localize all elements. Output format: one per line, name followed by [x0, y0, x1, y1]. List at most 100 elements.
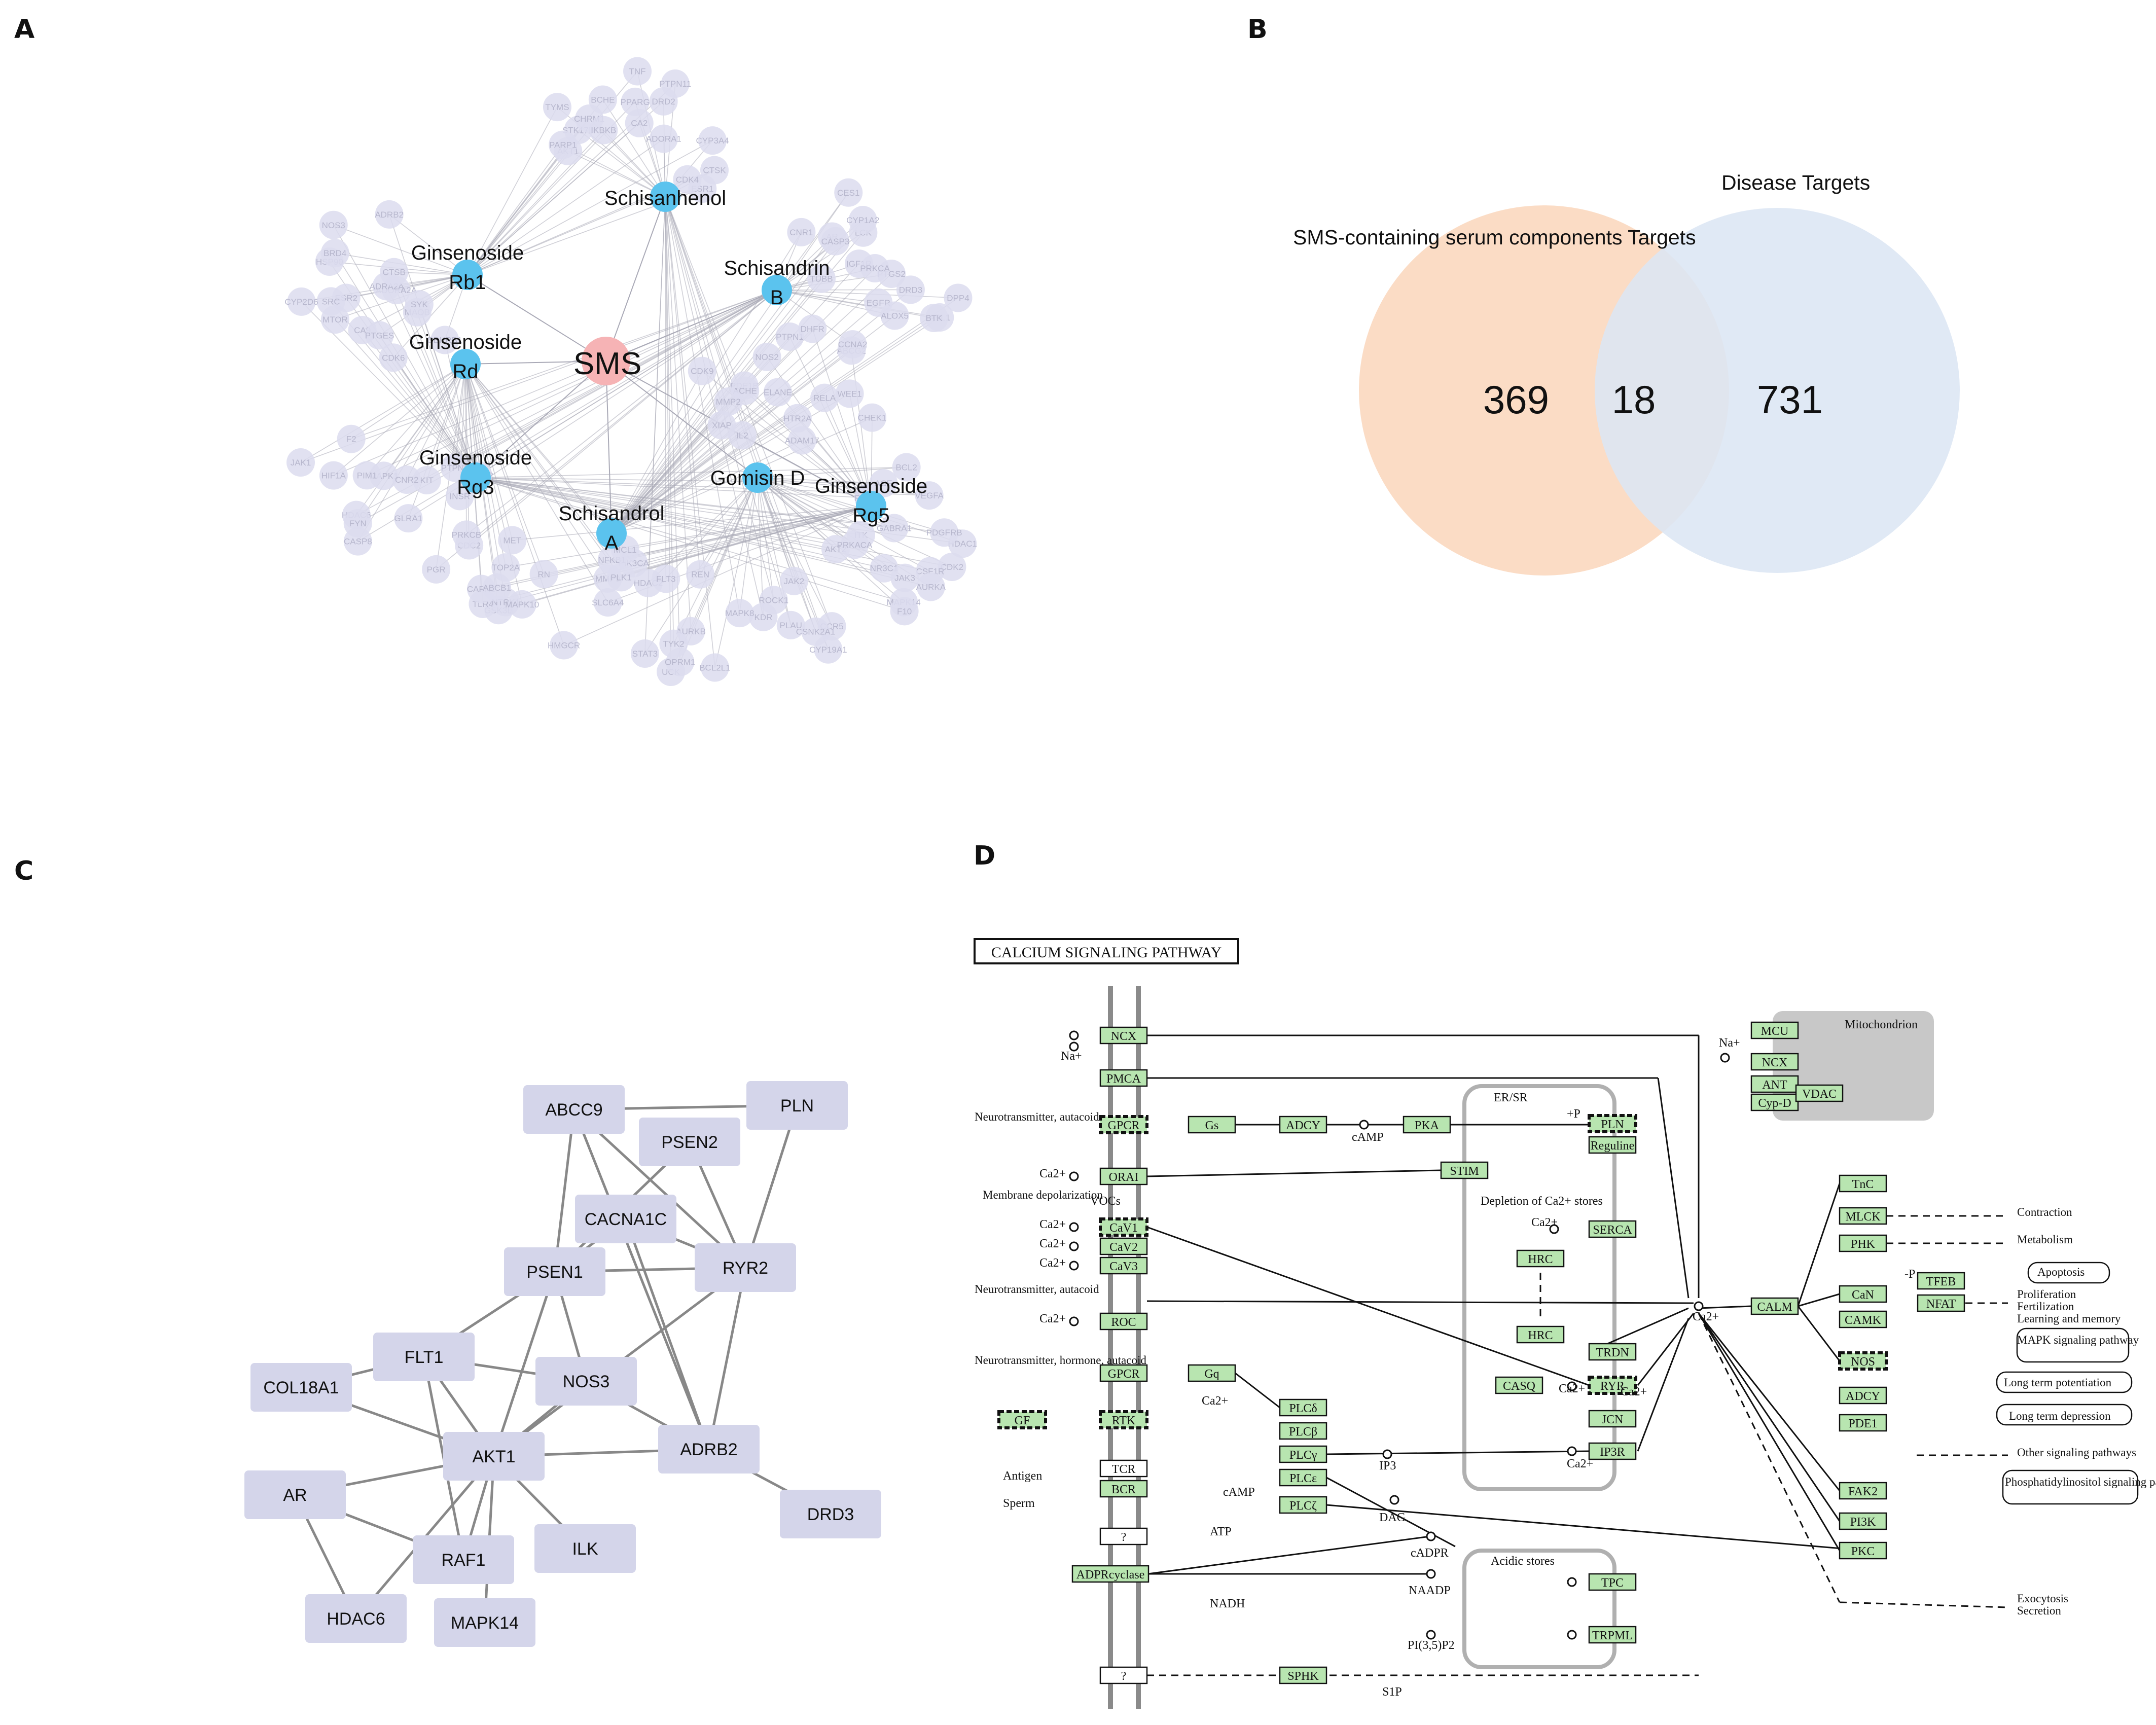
pathway-arrow: [1235, 1372, 1280, 1409]
metabolite-node: [1069, 1041, 1079, 1052]
pathway-arrow: [1147, 1535, 1430, 1575]
gene-box: [1279, 1116, 1327, 1134]
target-node: [880, 301, 909, 330]
target-label: CYP3A4: [696, 136, 729, 146]
network-edge: [605, 361, 612, 534]
target-node: [375, 200, 404, 229]
pathway-arrow: [1698, 1313, 1841, 1551]
target-node: [752, 342, 781, 371]
ppi-node: [443, 1432, 545, 1481]
gene-box: [1099, 1237, 1148, 1255]
target-node: [700, 653, 729, 682]
gene-box: [1099, 1256, 1148, 1275]
pathway-small-label: ATP: [1210, 1525, 1232, 1538]
pathway-arrow: [1798, 1293, 1840, 1307]
gene-box: [1516, 1249, 1565, 1268]
gene-box: [1839, 1310, 1887, 1328]
target-label: CNR2: [395, 475, 418, 485]
network-edge: [465, 364, 470, 546]
gene-label: GPCR: [1108, 1119, 1140, 1132]
ppi-node: [244, 1470, 346, 1519]
target-label: JAK2: [784, 577, 805, 586]
gene-label: RTK: [1112, 1414, 1136, 1427]
compound-node: [450, 349, 481, 379]
metabolite-node: [1720, 1053, 1730, 1063]
ppi-node-label: PSEN1: [526, 1263, 583, 1282]
pathway-arrow: [1797, 1183, 1841, 1307]
gene-label: FAK2: [1848, 1485, 1878, 1498]
network-edge: [406, 290, 777, 480]
target-node: [320, 239, 349, 268]
target-node: [287, 287, 316, 316]
pathway-small-label: Depletion of Ca2+ stores: [1481, 1195, 1603, 1208]
gene-box: [1839, 1482, 1887, 1500]
panel-label-c: C: [14, 856, 34, 886]
gene-label: ?: [1121, 1531, 1127, 1544]
network-edge: [611, 425, 723, 534]
venn-circle-right: [1595, 208, 1960, 573]
network-edge: [757, 477, 945, 533]
gene-box: [1099, 1115, 1148, 1134]
target-node: [890, 597, 919, 626]
target-node: [543, 93, 571, 122]
pathway-small-label: Na+: [1061, 1050, 1082, 1063]
target-label: PPARG: [620, 97, 650, 107]
gene-box: [1099, 1666, 1148, 1684]
ppi-node: [534, 1524, 636, 1573]
gene-label: SPHK: [1287, 1670, 1319, 1683]
gene-label: RYR: [1600, 1380, 1625, 1393]
gene-box: [1588, 1343, 1637, 1361]
target-node: [892, 453, 921, 482]
network-edge: [335, 319, 476, 478]
gene-box: [1917, 1272, 1965, 1290]
gene-label: CAMK: [1845, 1314, 1882, 1327]
target-label: HIF1A: [321, 471, 346, 481]
network-edge: [300, 364, 466, 463]
network-edge: [333, 225, 468, 275]
compound-label: Rb1: [449, 271, 486, 294]
target-label: PLAU: [780, 621, 802, 630]
network-edge: [612, 506, 872, 560]
network-edge: [459, 290, 777, 497]
gene-label: ?: [1121, 1670, 1127, 1683]
ppi-node: [523, 1085, 625, 1134]
metabolite-node: [1567, 1446, 1577, 1456]
ppi-node: [535, 1357, 637, 1406]
target-node: [834, 178, 863, 207]
gene-box: [1403, 1116, 1451, 1134]
outcome-box: [1996, 1404, 2133, 1426]
network-edge: [757, 477, 816, 632]
network-edge: [757, 477, 929, 496]
gene-label: PHK: [1851, 1238, 1876, 1251]
target-label: CNR1: [789, 228, 813, 237]
metabolite-node: [1694, 1301, 1704, 1311]
pathway-arrow: [1146, 1300, 1694, 1304]
target-label: PIM1: [357, 471, 377, 480]
pathway-arrow: [1146, 1169, 1442, 1177]
target-label: TUBB: [810, 274, 833, 284]
target-label: DHFR: [801, 324, 824, 334]
gene-label: CaV2: [1109, 1241, 1138, 1254]
compound-label: A: [605, 532, 619, 554]
target-node: [630, 639, 659, 668]
target-label: MAPK8: [725, 608, 754, 618]
target-label: CES1: [837, 188, 859, 198]
target-label: JAK3: [894, 573, 915, 583]
pathway-small-label: Ca2+: [1202, 1394, 1228, 1408]
venn-value-left-only: 369: [1483, 377, 1549, 422]
gene-label: GF: [1015, 1414, 1030, 1427]
network-edge: [757, 477, 884, 484]
target-label: PLK1: [610, 572, 632, 582]
target-node: [659, 629, 688, 658]
metabolite-node: [1069, 1171, 1079, 1181]
pathway-note: Neurotransmitter, hormone, autacoid: [975, 1354, 1146, 1367]
target-node: [916, 572, 945, 601]
target-label: DRD3: [899, 285, 922, 295]
ppi-edge: [624, 1218, 710, 1450]
target-label: SYK: [411, 300, 428, 309]
network-edge: [665, 196, 740, 614]
gene-box: [1516, 1325, 1565, 1344]
panel-b-venn: SMS-containing serum components Targets …: [1293, 171, 1960, 576]
gene-label: ROC: [1111, 1316, 1136, 1329]
